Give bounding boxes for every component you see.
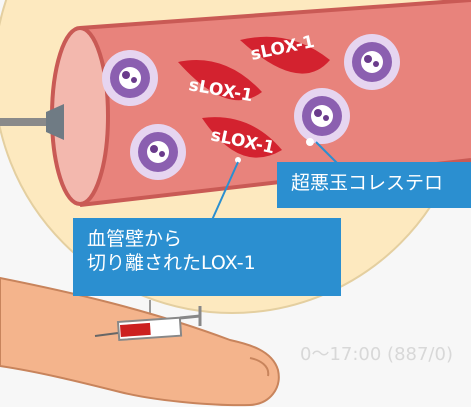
cholesterol-particle-icon [102,50,158,106]
callout-lox: 血管壁から 切り離されたLOX-1 [73,218,341,296]
cholesterol-particle-icon [294,88,350,146]
syringe-icon [94,306,202,342]
background-text: 0～17:00 (887/0) [300,344,453,365]
cholesterol-leader [315,141,339,165]
cholesterol-particle-icon [130,124,186,180]
slox1-dot [235,157,241,163]
callout-lox-line1: 血管壁から [87,228,183,250]
arm-icon [0,276,280,407]
magnifier-icon [0,104,64,140]
callout-lox-line2: 切り離されたLOX-1 [87,251,256,274]
slox1-protein-1: sLOX-1 [240,32,330,74]
slox1-protein-2: sLOX-1 [178,60,262,106]
lox-leader [211,161,239,221]
callout-cholesterol: 超悪玉コレステロ [277,162,471,208]
cholesterol-particle-icon [344,34,400,90]
